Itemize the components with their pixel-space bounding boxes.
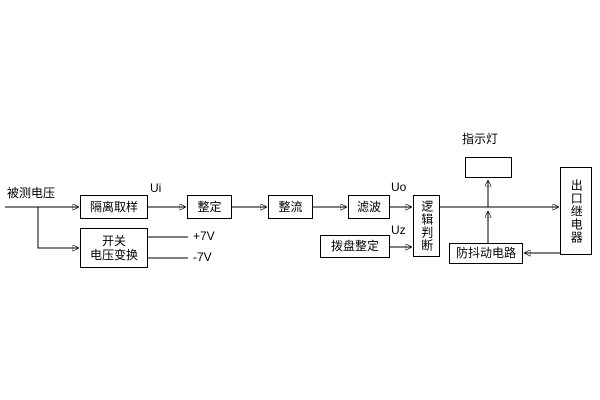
block-switch-voltage-converter: 开关 电压变换 <box>80 228 148 268</box>
signal-label-uo: Uo <box>391 180 407 194</box>
switch-converter-text-line2: 电压变换 <box>89 248 138 262</box>
signal-label-plus7v: +7V <box>193 229 215 243</box>
block-filter: 滤波 <box>348 195 390 219</box>
block-dial-setting: 拨盘整定 <box>320 235 390 258</box>
indicator-lamp-box <box>465 157 512 178</box>
block-isolation-sampling: 隔离取样 <box>80 195 148 219</box>
block-anti-jitter: 防抖动电路 <box>449 243 523 264</box>
signal-label-minus7v: -7V <box>193 250 212 264</box>
block-rectifier: 整流 <box>268 195 313 219</box>
signal-label-ui: Ui <box>150 181 162 195</box>
input-voltage-label: 被测电压 <box>7 186 56 200</box>
indicator-lamp-label: 指示灯 <box>462 132 499 146</box>
block-setting: 整定 <box>187 195 232 219</box>
block-logic-judgment: 逻辑判断 <box>413 195 440 257</box>
wire-input-to-switch-converter <box>37 207 78 248</box>
block-output-relay: 出口继电器 <box>560 167 592 255</box>
switch-converter-text-line1: 开关 <box>101 233 126 248</box>
signal-label-uz: Uz <box>391 223 406 237</box>
